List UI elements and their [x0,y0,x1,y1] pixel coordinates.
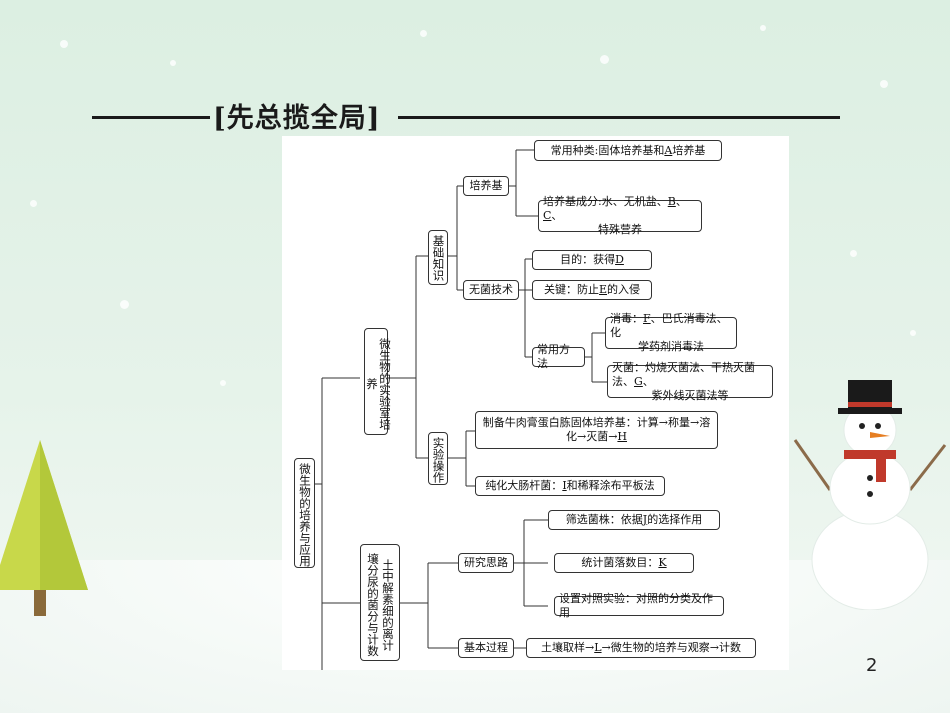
aseptic-key-node: 关键：防止E的入侵 [532,280,652,300]
snowflake [910,330,916,336]
snowflake [760,25,766,31]
counting-node: 统计菌落数目：K [554,553,694,573]
concept-map: 微生物的培养与应用 微生物的实验室培养 基础知识 培养基 常用种类:固体培养基和… [282,136,789,670]
snowflake [30,200,37,207]
sterilization-node: 灭菌：灼烧灭菌法、干热灭菌法、G、 紫外线灭菌法等 [607,361,773,402]
process-steps-node: 土壤取样→L→微生物的培养与观察→计数 [526,638,756,658]
basics-node: 基础知识 [428,230,448,285]
medium-components-node: 培养基成分:水、无机盐、B、C、 特殊营养 [538,195,702,236]
snowflake [420,30,427,37]
snowflake [850,250,857,257]
control-node: 设置对照实验：对照的分类及作用 [554,592,724,619]
medium-types-node: 常用种类:固体培养基和A培养基 [534,140,722,161]
experiment-node: 实验操作 [428,432,448,485]
disinfection-node: 消毒：F、巴氏消毒法、化 学药剂消毒法 [605,312,737,353]
snowflake [600,55,609,64]
soil-urea-node: 壤分尿的菌分与计数 土中解素细的离计 [360,544,400,661]
page-number: 2 [866,655,878,676]
ecoli-node: 纯化大肠杆菌：I和稀释涂布平板法 [475,476,665,496]
snowflake [170,60,176,66]
medium-node: 培养基 [463,176,509,196]
root-node: 微生物的培养与应用 [294,458,315,568]
page-title: [先总揽全局] [213,103,381,134]
snowflake [880,80,888,88]
lab-culture-node: 微生物的实验室培养 [364,328,392,435]
screening-node: 筛选菌株：依据J的选择作用 [548,510,720,530]
connector-lines [315,149,607,670]
tree-left-icon [0,440,88,616]
aseptic-node: 无菌技术 [463,280,519,300]
basic-process-node: 基本过程 [458,638,514,658]
common-methods-node: 常用方法 [532,343,585,370]
research-node: 研究思路 [458,553,514,573]
title-rule-right [398,116,840,119]
snowman-icon [793,380,947,610]
snowflake [220,380,226,386]
snowflake [120,300,129,309]
title-rule-left [92,116,210,119]
beef-medium-node: 制备牛肉膏蛋白胨固体培养基：计算→称量→溶 化→灭菌→H [475,411,718,449]
snowflake [60,40,68,48]
aseptic-goal-node: 目的：获得D [532,250,652,270]
